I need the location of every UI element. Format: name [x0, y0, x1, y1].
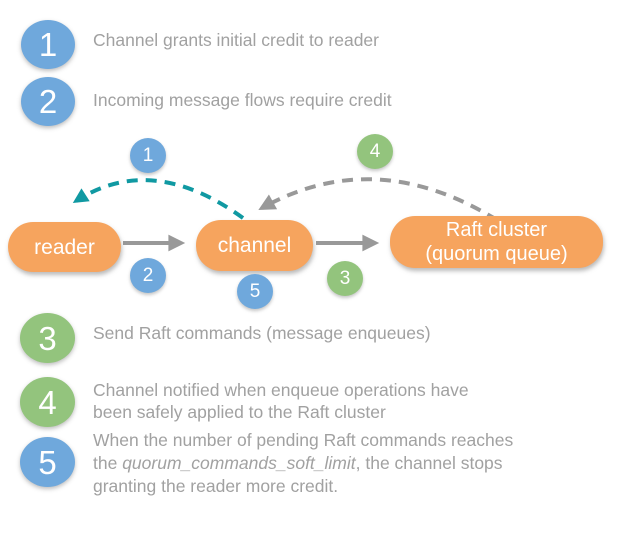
diagram-badge-3-number: 3	[339, 268, 351, 289]
diagram-badge-2: 2	[130, 258, 166, 293]
step-5-number: 5	[38, 443, 57, 481]
node-raft-label-line1: Raft cluster	[445, 219, 548, 241]
quorum-commands-soft-limit-term: quorum_commands_soft_limit	[122, 453, 356, 473]
step-1-badge: 1	[21, 20, 75, 69]
diagram-badge-4: 4	[357, 134, 393, 169]
step-4-text: Channel notified when enqueue operations…	[93, 379, 469, 423]
node-raft-cluster: Raft cluster (quorum queue)	[390, 216, 603, 268]
diagram-badge-3: 3	[327, 261, 363, 296]
diagram-badge-1: 1	[130, 138, 166, 173]
diagram-badge-4-number: 4	[369, 141, 381, 162]
node-channel: channel	[196, 220, 313, 271]
step-1-text: Channel grants initial credit to reader	[93, 30, 379, 50]
step-2-number: 2	[38, 83, 58, 120]
step-4-text-line2: been safely applied to the Raft cluster	[93, 402, 386, 422]
step-5-text: When the number of pending Raft commands…	[93, 429, 513, 498]
step-5-badge: 5	[20, 437, 75, 487]
step-2-text: Incoming message flows require credit	[93, 90, 392, 110]
arrow-notify-raft-to-channel	[258, 177, 499, 222]
step-4-number: 4	[38, 383, 57, 421]
node-reader-label: reader	[34, 235, 95, 259]
step-3-text: Send Raft commands (message enqueues)	[93, 323, 431, 343]
diagram-badge-2-number: 2	[142, 265, 154, 286]
step-5-text-line2: the quorum_commands_soft_limit, the chan…	[93, 453, 503, 473]
node-raft-label-line2: (quorum queue)	[425, 243, 568, 265]
step-5-text-line1: When the number of pending Raft commands…	[93, 430, 514, 450]
node-channel-label: channel	[217, 234, 292, 257]
step-1-number: 1	[38, 26, 58, 63]
step-5-text-line3: granting the reader more credit.	[93, 476, 339, 496]
step-3-number: 3	[38, 319, 57, 357]
diagram-badge-5: 5	[237, 274, 273, 309]
step-2-badge: 2	[21, 77, 75, 126]
node-reader: reader	[8, 222, 121, 272]
step-4-badge: 4	[20, 377, 75, 427]
step-4-text-line1: Channel notified when enqueue operations…	[93, 380, 469, 400]
diagram-badge-1-number: 1	[142, 145, 154, 166]
step-3-badge: 3	[20, 313, 75, 363]
arrow-credit-channel-to-reader	[72, 178, 245, 220]
diagram-badge-5-number: 5	[249, 281, 261, 302]
